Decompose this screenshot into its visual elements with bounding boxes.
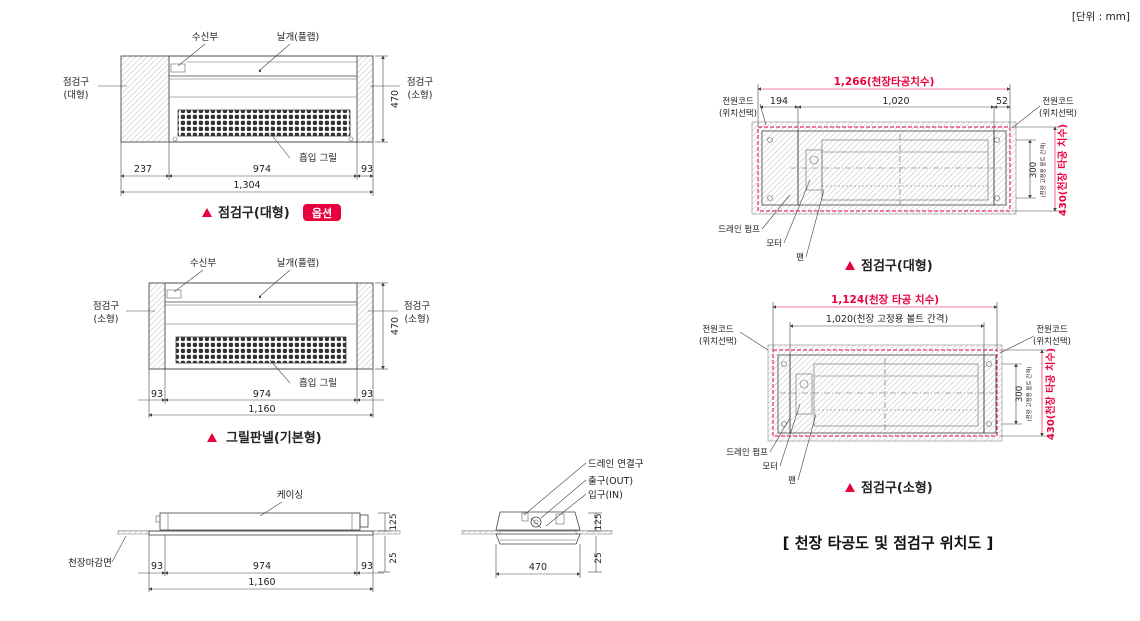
label-inspect-basic-left-l2: (소형) — [94, 314, 119, 325]
label-cord-left-l1: 전원코드 — [722, 96, 753, 107]
dim-right: 93 — [361, 389, 373, 400]
label-cord-right-l1: 전원코드 — [1036, 324, 1067, 335]
dim-v1-note: (천장 고정용 볼트 간격) — [1039, 142, 1047, 197]
label-inspect-basic-right-l1: 점검구 — [404, 300, 430, 312]
dim-v1: 300 — [1015, 386, 1025, 402]
caption-panel-large: 점검구(대형) — [218, 205, 290, 221]
badge-option — [303, 204, 341, 221]
dim-h2: 25 — [389, 552, 399, 563]
label-grille: 흡입 그릴 — [299, 152, 337, 164]
dim-v1: 300 — [1029, 162, 1039, 178]
dim-right: 93 — [361, 561, 373, 572]
dim-total: 1,160 — [248, 577, 275, 588]
dim-height: 470 — [390, 90, 401, 108]
dim-h1: 125 — [389, 513, 399, 530]
dim-left: 237 — [134, 164, 152, 175]
dim-total: 1,160 — [248, 404, 275, 415]
dim-v1-note: (천장 고정용 볼트 간격) — [1025, 366, 1033, 421]
label-cord-right-l2: (위치선택) — [1033, 336, 1071, 347]
dim-height: 470 — [390, 317, 401, 335]
badge-option-text: 옵션 — [312, 207, 332, 220]
label-drain: 드레인 연결구 — [588, 459, 644, 470]
plan-view-small: 1,124(천장 타공 치수) 1,020(천장 고정용 볼트 간격) 전원코드… — [699, 293, 1071, 496]
dim-v2-red: 430(천장 타공 치수) — [1056, 124, 1069, 216]
dim-h1: 125 — [594, 513, 604, 530]
dim-width: 470 — [529, 562, 547, 573]
inspect-hatch-left — [120, 55, 170, 143]
plan-view-large: 1,266(천장타공치수) 194 1,020 52 전원코드 (위치선택) 전… — [718, 75, 1077, 274]
label-cord-right-l1: 전원코드 — [1042, 96, 1073, 107]
label-grille: 흡입 그릴 — [299, 377, 337, 389]
unit-label: [단위 : mm] — [1072, 10, 1130, 23]
dim-left: 93 — [151, 389, 163, 400]
label-motor: 모터 — [766, 239, 782, 249]
panel-large-front-view: 수신부 날개(플랩) 점검구 (대형) 점검구 (소형) 470 흡입 그릴 2… — [63, 31, 433, 221]
dim-c: 52 — [996, 96, 1008, 107]
dim-left: 93 — [151, 561, 163, 572]
dim-top-red: 1,124(천장 타공 치수) — [831, 293, 939, 306]
dim-total: 1,304 — [233, 180, 260, 191]
dim-mid: 974 — [253, 389, 271, 400]
dim-h2: 25 — [594, 552, 604, 563]
caption-panel-basic: 그릴판넬(기본형) — [226, 430, 322, 446]
label-in: 입구(IN) — [588, 489, 623, 501]
caption-plan-large: 점검구(대형) — [861, 258, 933, 274]
end-view: 드레인 연결구 출구(OUT) 입구(IN) 125 25 470 — [461, 459, 644, 578]
dim-mid: 974 — [253, 561, 271, 572]
label-cord-left-l1: 전원코드 — [702, 324, 733, 335]
dim-a: 194 — [770, 96, 788, 107]
label-pump: 드레인 펌프 — [718, 224, 760, 235]
label-inspect-large-l2: (대형) — [64, 90, 89, 101]
label-inspect-basic-right-l2: (소형) — [405, 314, 430, 325]
label-flap: 날개(플랩) — [277, 31, 319, 43]
label-receiver: 수신부 — [192, 32, 218, 43]
diagram-title: [ 천장 타공도 및 점검구 위치도 ] — [783, 534, 994, 552]
label-cord-right-l2: (위치선택) — [1039, 108, 1077, 119]
label-casing: 케이싱 — [277, 490, 303, 501]
inspect-hatch-right — [356, 55, 374, 143]
dim-right: 93 — [361, 164, 373, 175]
label-fan: 팬 — [788, 476, 796, 486]
label-inspect-small-l2: (소형) — [408, 90, 433, 101]
intake-grille — [177, 109, 351, 137]
panel-basic-front-view: 수신부 날개(플랩) 점검구 (소형) 점검구 (소형) 470 흡입 그릴 9… — [93, 257, 430, 446]
label-receiver: 수신부 — [190, 258, 216, 269]
label-flap: 날개(플랩) — [277, 257, 319, 269]
label-cord-left-l2: (위치선택) — [699, 336, 737, 347]
dim-b: 1,020 — [882, 96, 909, 107]
label-inspect-large-l1: 점검구 — [63, 76, 89, 88]
caption-plan-small: 점검구(소형) — [861, 480, 933, 496]
label-cord-left-l2: (위치선택) — [719, 108, 757, 119]
dim-mid: 974 — [253, 164, 271, 175]
label-inspect-small-l1: 점검구 — [407, 76, 433, 88]
dim-v2-red: 430(천장 타공 치수) — [1044, 348, 1057, 440]
dim-b: 1,020(천장 고정용 볼트 간격) — [826, 313, 948, 325]
label-inspect-basic-left-l1: 점검구 — [93, 300, 119, 312]
dim-top-red: 1,266(천장타공치수) — [834, 75, 935, 88]
label-pump: 드레인 펌프 — [726, 447, 768, 458]
label-ceiling: 천장마감면 — [68, 557, 112, 569]
label-motor: 모터 — [762, 462, 778, 472]
label-out: 출구(OUT) — [588, 476, 633, 487]
side-view: 케이싱 천장마감면 125 25 93 974 93 1,160 — [68, 490, 401, 592]
label-fan: 팬 — [796, 253, 804, 263]
